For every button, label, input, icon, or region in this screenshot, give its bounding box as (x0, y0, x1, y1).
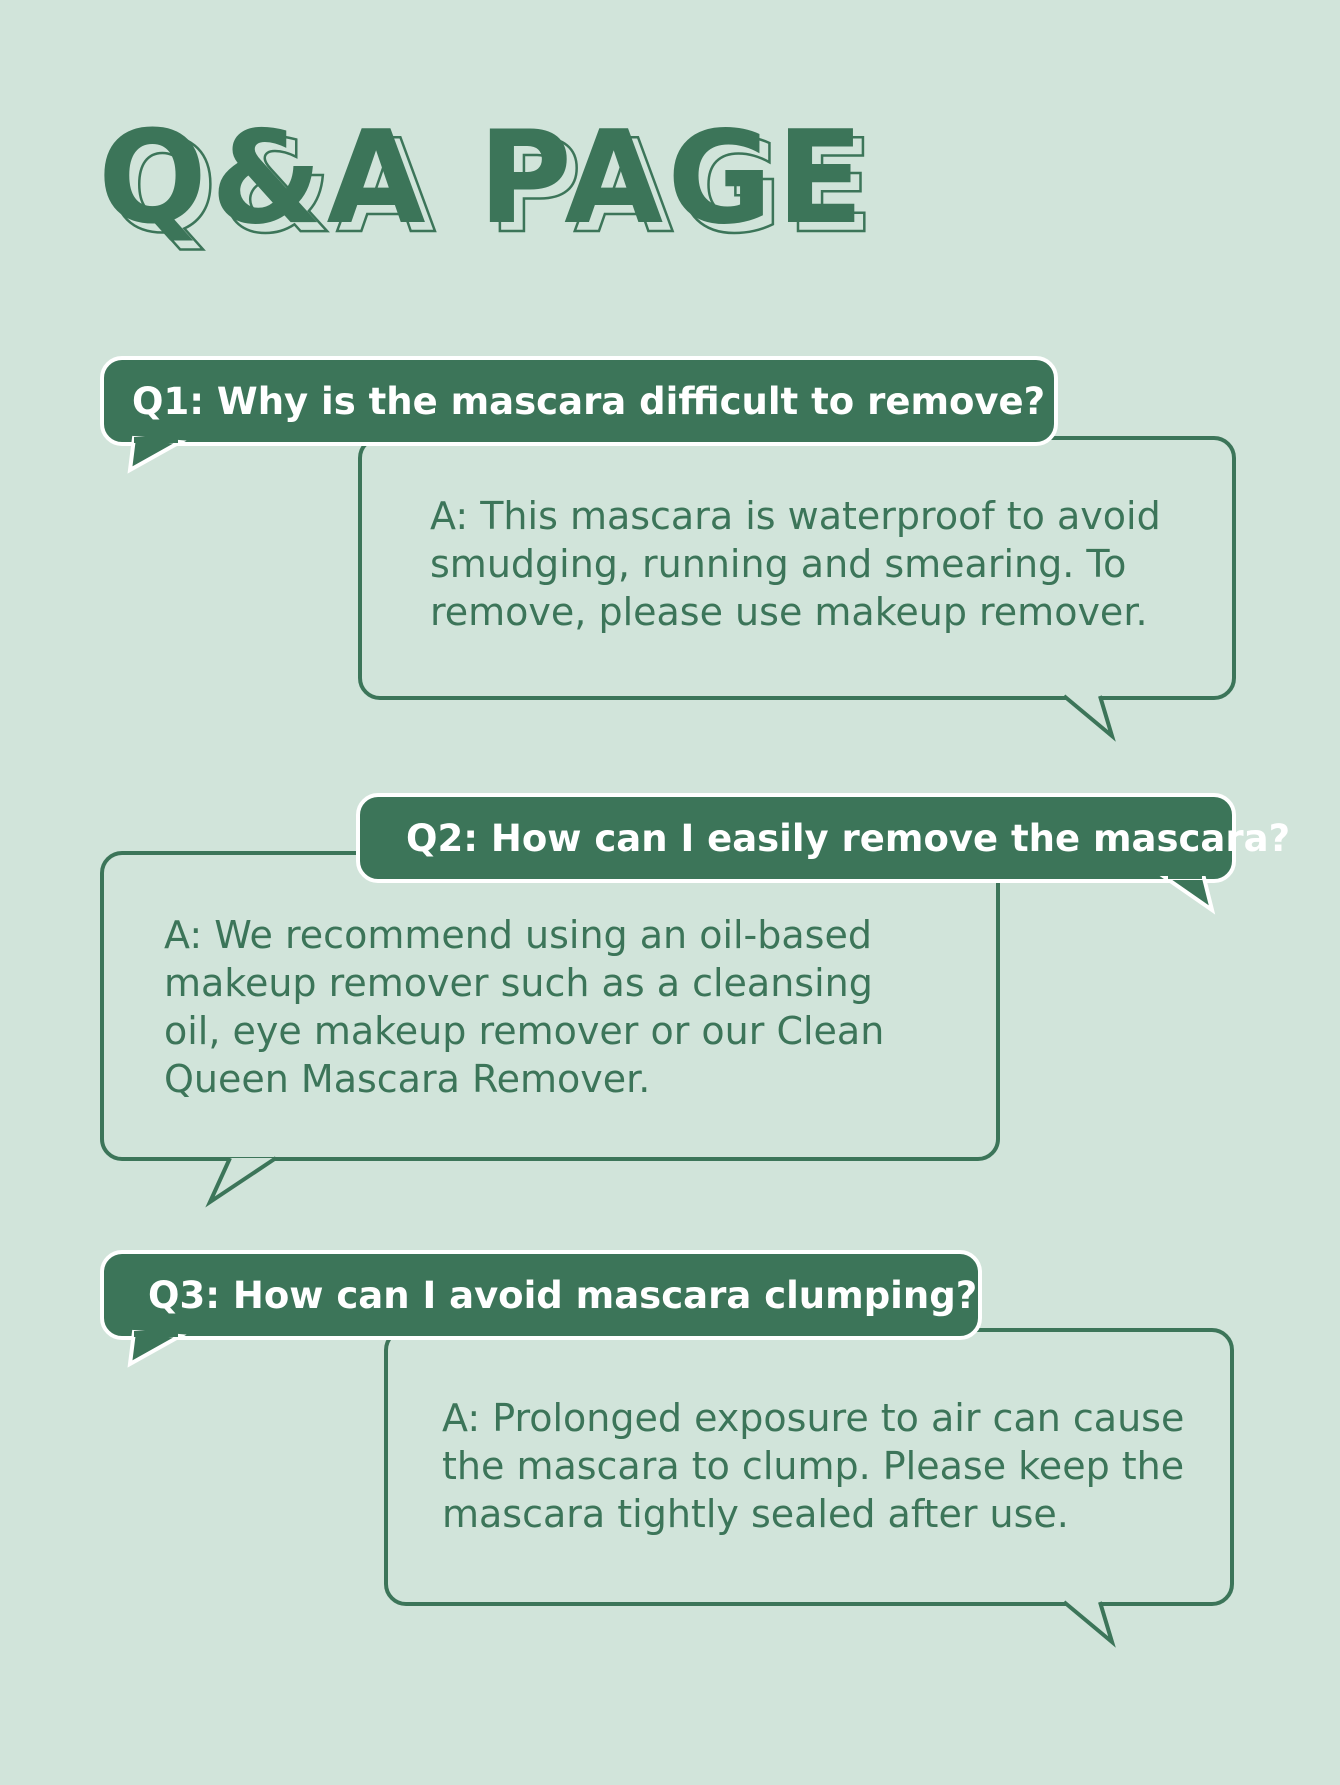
question-bubble-1: Q1: Why is the mascara difficult to remo… (100, 356, 1058, 446)
answer-line: A: This mascara is waterproof to avoid (430, 494, 1161, 538)
answer-tail-1 (1062, 694, 1116, 742)
question-tail-2 (1159, 873, 1216, 915)
answer-bubble-3: A: Prolonged exposure to air can cause t… (384, 1328, 1234, 1606)
answer-line: oil, eye makeup remover or our Clean (164, 1009, 885, 1053)
answer-text-3: A: Prolonged exposure to air can cause t… (442, 1394, 1184, 1538)
page-title-outline: Q&A PAGE (107, 112, 878, 264)
answer-tail-2 (205, 1156, 278, 1208)
question-bubble-3: Q3: How can I avoid mascara clumping? (100, 1250, 982, 1340)
answer-text-2: A: We recommend using an oil-based makeu… (164, 911, 884, 1103)
answer-bubble-1: A: This mascara is waterproof to avoid s… (358, 436, 1236, 700)
question-text-2: Q2: How can I easily remove the mascara? (406, 816, 1291, 860)
answer-line: remove, please use makeup remover. (430, 590, 1148, 634)
question-bubble-2: Q2: How can I easily remove the mascara? (356, 793, 1290, 883)
answer-text-1: A: This mascara is waterproof to avoid s… (430, 492, 1161, 636)
page-title: Q&A PAGE Q&A PAGE (98, 104, 998, 263)
answer-line: makeup remover such as a cleansing (164, 961, 873, 1005)
page-title-text: Q&A PAGE (98, 104, 868, 253)
question-text-3: Q3: How can I avoid mascara clumping? (148, 1273, 978, 1317)
answer-line: smudging, running and smearing. To (430, 542, 1127, 586)
answer-line: A: Prolonged exposure to air can cause (442, 1396, 1185, 1440)
answer-line: the mascara to clump. Please keep the (442, 1444, 1185, 1488)
answer-line: Queen Mascara Remover. (164, 1057, 651, 1101)
answer-line: A: We recommend using an oil-based (164, 913, 872, 957)
question-tail-3 (127, 1329, 187, 1368)
answer-line: mascara tightly sealed after use. (442, 1492, 1069, 1536)
answer-bubble-2: A: We recommend using an oil-based makeu… (100, 851, 1000, 1161)
question-text-1: Q1: Why is the mascara difficult to remo… (132, 379, 1046, 423)
answer-tail-3 (1062, 1600, 1116, 1648)
question-tail-1 (127, 435, 187, 474)
